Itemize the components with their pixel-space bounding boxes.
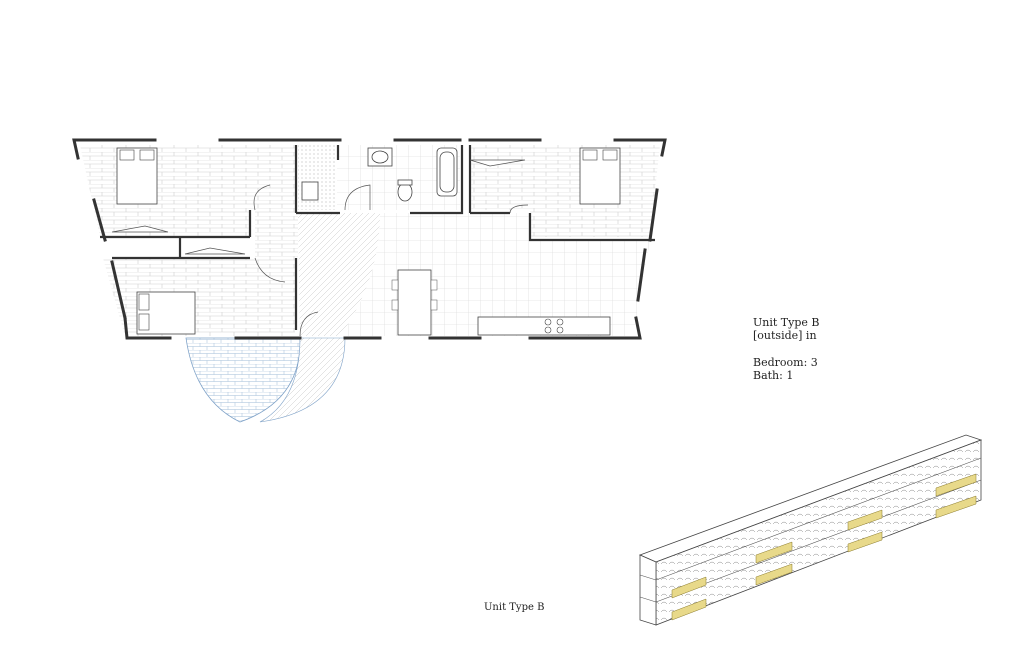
isometric-building xyxy=(638,434,983,626)
building-end-face xyxy=(639,554,657,626)
patio-area xyxy=(185,337,346,423)
unit-info: Unit Type B [outside] in Bedroom: 3 Bath… xyxy=(753,316,819,382)
hallway-floor xyxy=(255,210,380,336)
closets xyxy=(111,159,526,255)
door-swings xyxy=(253,184,529,337)
bedroom-count: Bedroom: 3 xyxy=(753,356,818,369)
unit-title: Unit Type B xyxy=(753,316,820,329)
bath-count: Bath: 1 xyxy=(753,369,794,382)
interior-walls xyxy=(100,145,655,330)
kitchen-counter xyxy=(477,316,611,336)
plan-caption: Unit Type B xyxy=(484,602,545,613)
bed-3 xyxy=(136,291,196,335)
kitchen-island xyxy=(391,269,438,336)
bed-2 xyxy=(579,147,621,205)
bed-1 xyxy=(116,147,158,205)
bathroom-fixtures xyxy=(301,147,458,202)
exterior-walls xyxy=(72,138,667,340)
highlighted-units xyxy=(671,473,977,621)
unit-subtitle: [outside] in xyxy=(753,329,817,342)
